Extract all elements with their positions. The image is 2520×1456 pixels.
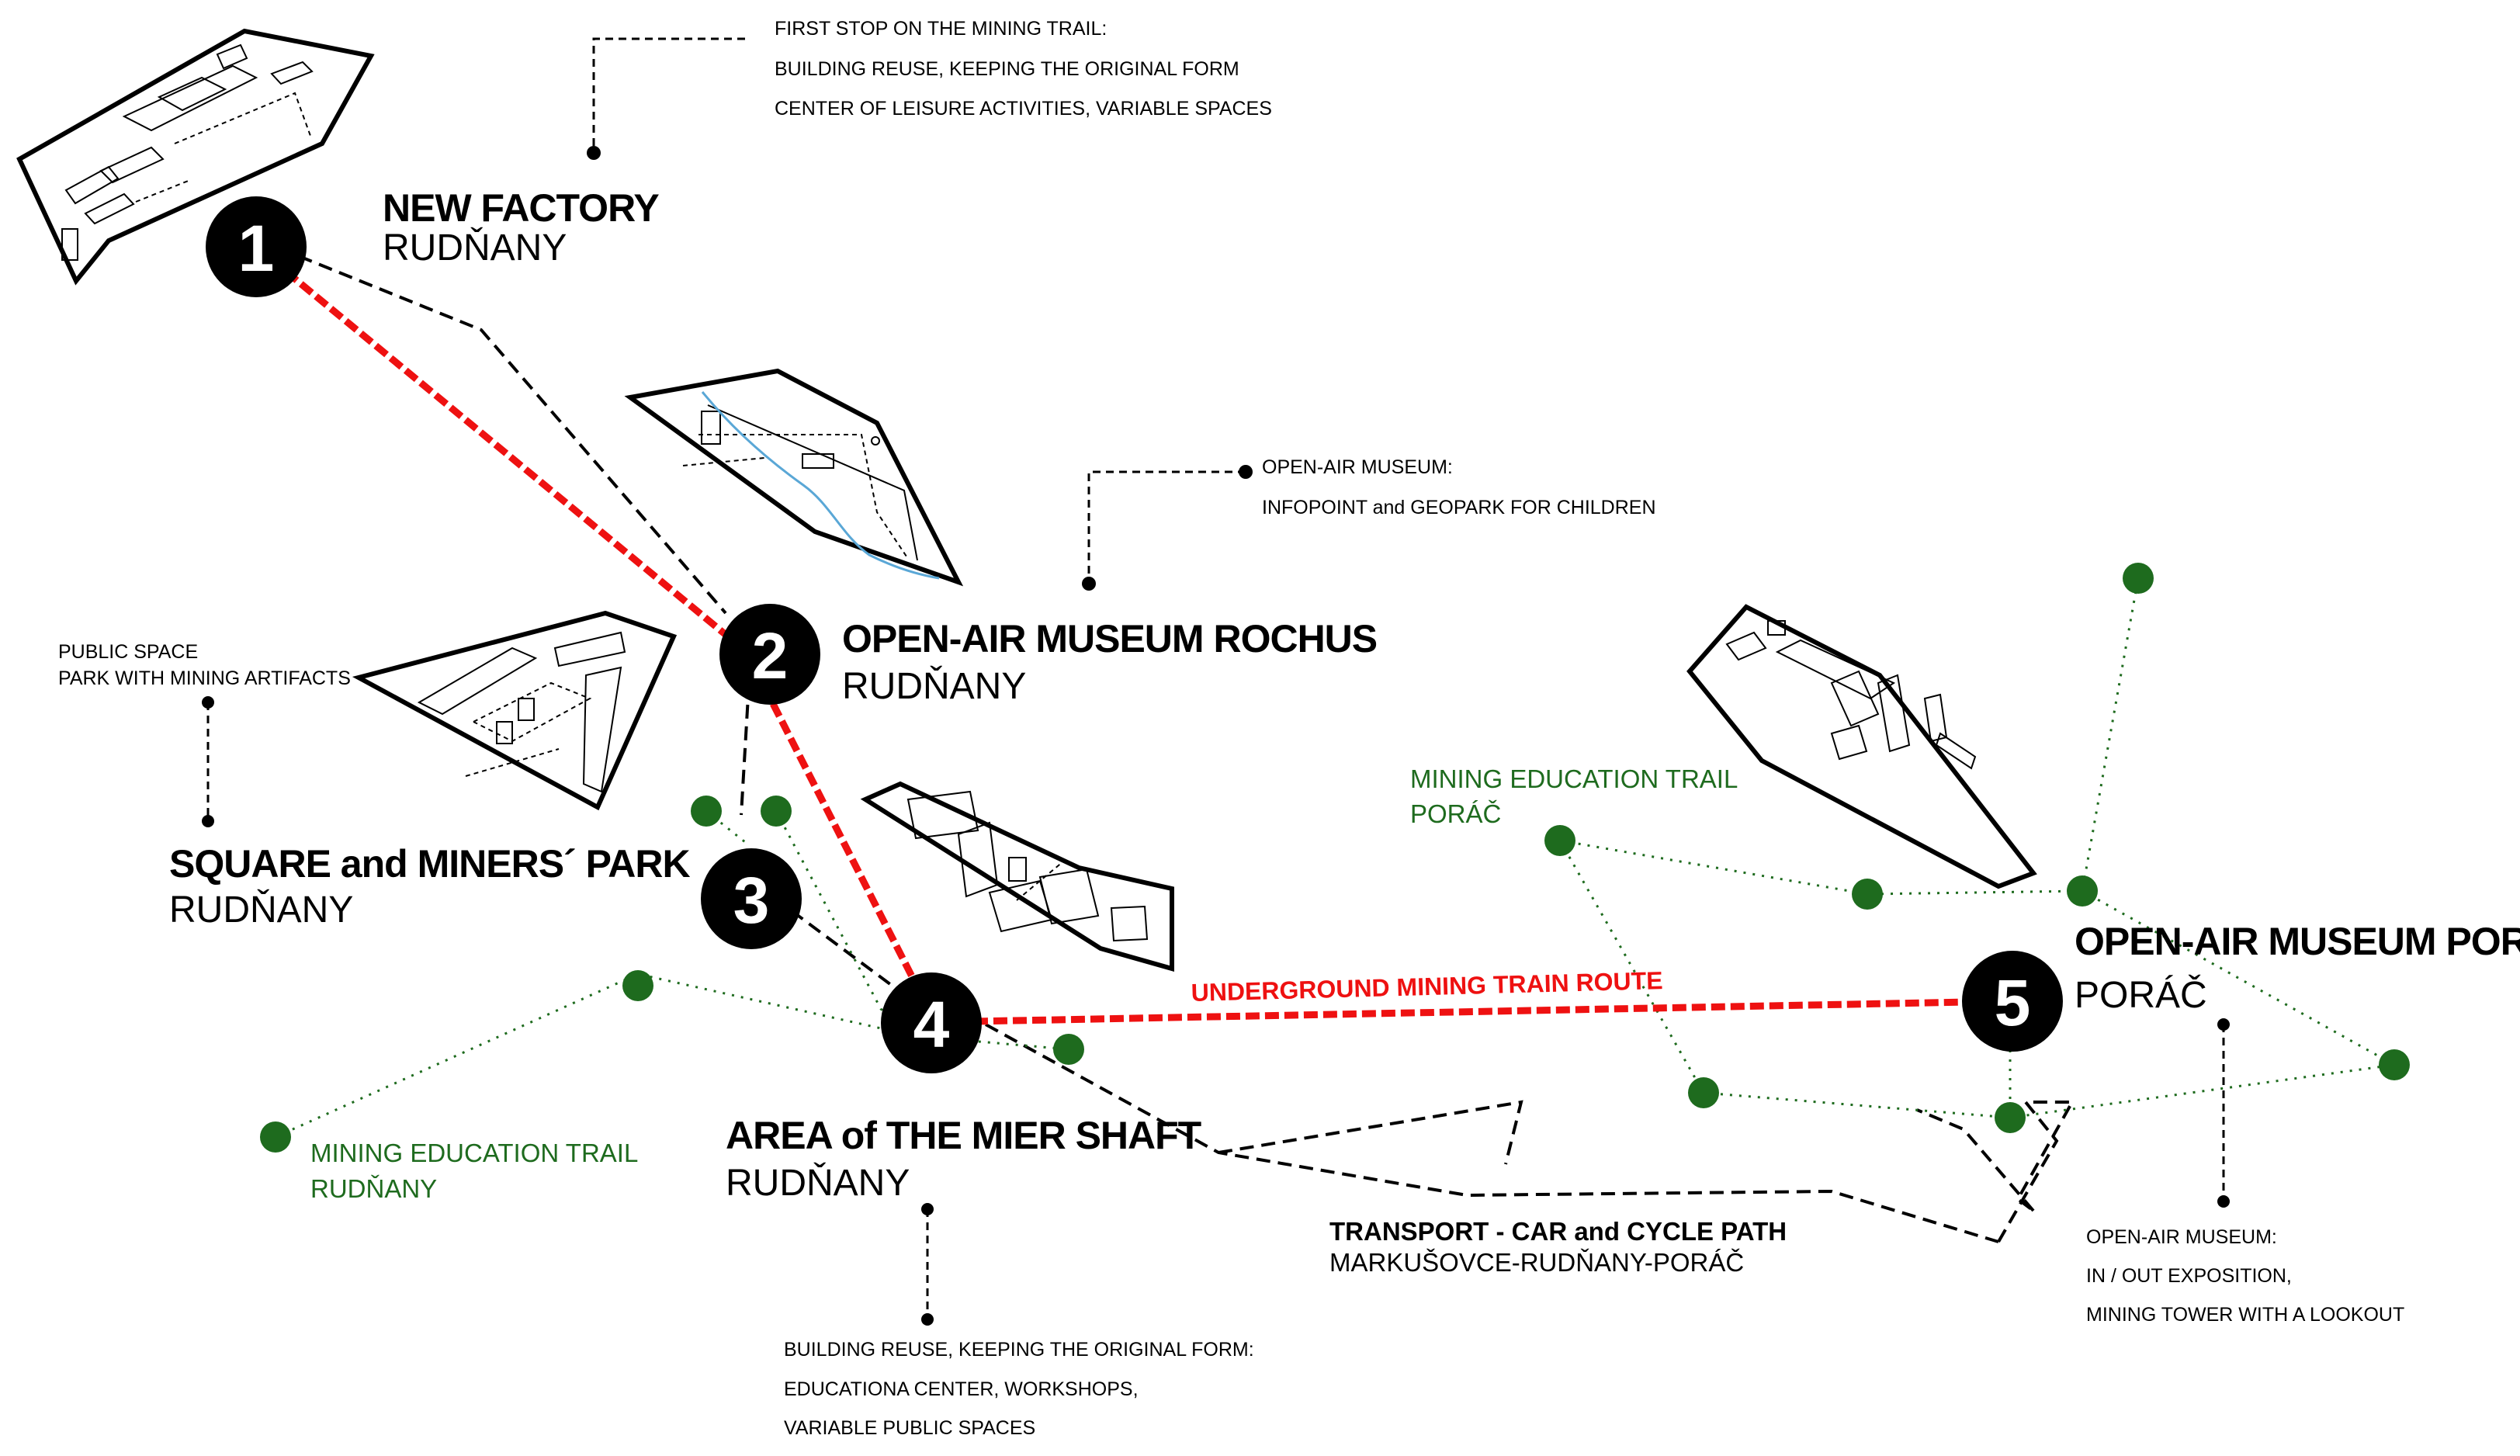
svg-text:3: 3 [733, 864, 770, 937]
stop-1-name: NEW FACTORY [383, 186, 659, 230]
stop-1-place: RUDŇANY [383, 227, 567, 269]
underground-route-label: UNDERGROUND MINING TRAIN ROUTE [1191, 966, 1663, 1007]
trail-rudnany-place: RUDŇANY [310, 1174, 437, 1203]
svg-text:FIRST STOP ON THE MINING TRAI: FIRST STOP ON THE MINING TRAIL: [775, 18, 1107, 40]
svg-text:5: 5 [1995, 966, 2031, 1039]
svg-text:IN / OUT EXPOSITION,: IN / OUT EXPOSITION, [2086, 1265, 2292, 1287]
stop-marker-2[interactable]: 2 [719, 604, 820, 705]
site-sketch-rochus [624, 368, 964, 587]
stop-2-name: OPEN-AIR MUSEUM ROCHUS [842, 617, 1377, 660]
note-leader-dots [202, 146, 2230, 1326]
transport-path-sub: MARKUŠOVCE-RUDŇANY-PORÁČ [1329, 1248, 1744, 1277]
transport-path [298, 255, 2075, 1243]
note-square-park: PUBLIC SPACE PARK WITH MINING ARTIFACTS [58, 641, 351, 689]
svg-text:OPEN-AIR MUSEUM:: OPEN-AIR MUSEUM: [1262, 456, 1453, 478]
underground-train-route [254, 244, 2009, 1026]
stop-3-name: SQUARE and MINERS´ PARK [169, 842, 690, 886]
stop-marker-3[interactable]: 3 [701, 848, 802, 949]
svg-text:PUBLIC SPACE: PUBLIC SPACE [58, 641, 198, 663]
stop-5-name: OPEN-AIR MUSEUM PORÁČ [2075, 919, 2520, 963]
trail-rudnany-title: MINING EDUCATION TRAIL [310, 1139, 638, 1167]
trail-porac-place: PORÁČ [1410, 799, 1501, 828]
education-trail-points [260, 563, 2410, 1153]
svg-text:4: 4 [913, 988, 950, 1061]
transport-path-title: TRANSPORT - CAR and CYCLE PATH [1329, 1217, 1787, 1246]
svg-text:BUILDING REUSE, KEEPING THE OR: BUILDING REUSE, KEEPING THE ORIGINAL FOR… [784, 1339, 1254, 1361]
stop-marker-1[interactable]: 1 [206, 196, 307, 297]
stop-2-place: RUDŇANY [842, 666, 1026, 707]
svg-text:CENTER OF LEISURE ACTIVITIES,: CENTER OF LEISURE ACTIVITIES, VARIABLE S… [775, 98, 1272, 120]
stop-5-place: PORÁČ [2075, 974, 2207, 1016]
note-porac: OPEN-AIR MUSEUM: IN / OUT EXPOSITION, MI… [2086, 1226, 2404, 1326]
svg-text:BUILDING REUSE, KEEPING THE OR: BUILDING REUSE, KEEPING THE ORIGINAL FOR… [775, 58, 1239, 80]
svg-text:PARK WITH MINING ARTIFACTS: PARK WITH MINING ARTIFACTS [58, 667, 351, 689]
note-rochus: OPEN-AIR MUSEUM: INFOPOINT and GEOPARK F… [1262, 456, 1656, 518]
note-leaders [206, 37, 2225, 1316]
stop-marker-5[interactable]: 5 [1962, 951, 2063, 1052]
svg-text:VARIABLE PUBLIC SPACES: VARIABLE PUBLIC SPACES [784, 1417, 1035, 1439]
svg-text:OPEN-AIR MUSEUM:: OPEN-AIR MUSEUM: [2086, 1226, 2277, 1248]
svg-text:1: 1 [238, 212, 275, 285]
stop-3-place: RUDŇANY [169, 889, 353, 931]
stop-4-place: RUDŇANY [726, 1163, 910, 1204]
site-sketch-new-factory [16, 28, 375, 286]
note-mier-shaft: BUILDING REUSE, KEEPING THE ORIGINAL FOR… [784, 1339, 1254, 1439]
svg-text:2: 2 [752, 619, 789, 692]
site-sketch-mier-shaft [860, 781, 1174, 972]
site-sketch-square-park [352, 610, 678, 811]
svg-text:EDUCATIONA CENTER, WORKSHOPS,: EDUCATIONA CENTER, WORKSHOPS, [784, 1378, 1139, 1400]
stop-marker-4[interactable]: 4 [881, 972, 982, 1073]
note-new-factory: FIRST STOP ON THE MINING TRAIL: BUILDING… [775, 18, 1272, 120]
svg-text:MINING TOWER WITH A LOOKOUT: MINING TOWER WITH A LOOKOUT [2086, 1304, 2404, 1326]
svg-text:INFOPOINT and GEOPARK FOR CHIL: INFOPOINT and GEOPARK FOR CHILDREN [1262, 497, 1656, 518]
site-sketch-porac [1686, 604, 2037, 889]
trail-porac-title: MINING EDUCATION TRAIL [1410, 764, 1738, 793]
stop-4-name: AREA of THE MIER SHAFT [726, 1114, 1201, 1157]
